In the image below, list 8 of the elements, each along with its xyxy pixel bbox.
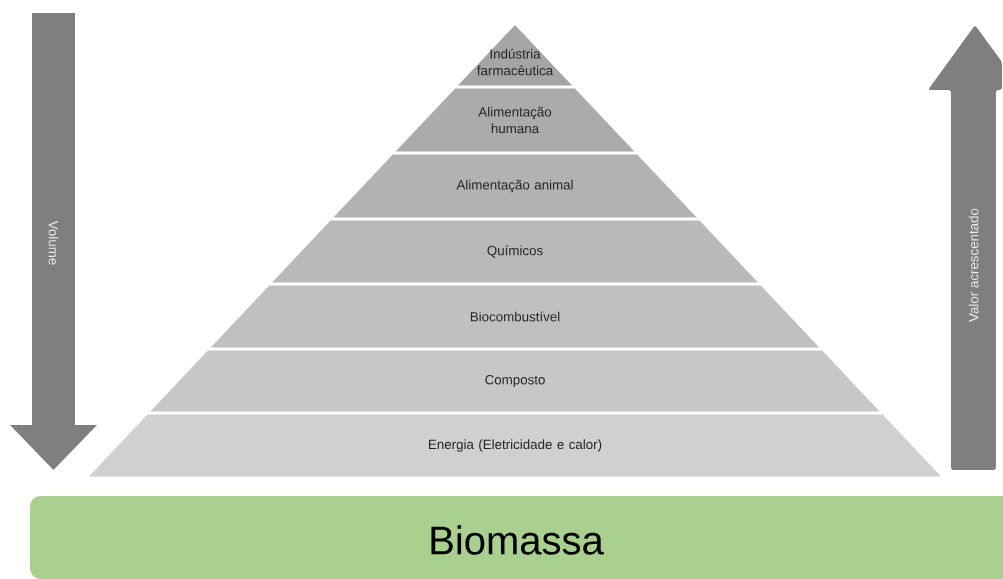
base-bar: Biomassa [30,496,1003,579]
pyramid-level: Químicos [272,220,758,283]
pyramid-level: Energia (Eletricidade e calor) [88,414,942,477]
pyramid-level: Biocombustível [210,285,820,348]
pyramid-level: Indústria farmacêutica [457,25,573,86]
pyramid-level: Alimentação animal [333,154,697,218]
pyramid-level: Alimentação humana [395,88,635,152]
pyramid-level: Composto [150,350,880,412]
